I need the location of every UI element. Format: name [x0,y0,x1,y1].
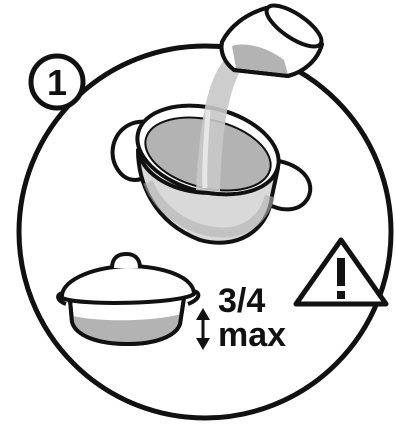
measuring-cup-pouring-icon [222,0,328,76]
fill-max-label: max [218,316,286,354]
step-number: 1 [47,62,67,103]
fill-fraction-label: 3/4 [218,282,265,320]
step-number-badge: 1 [31,56,83,108]
